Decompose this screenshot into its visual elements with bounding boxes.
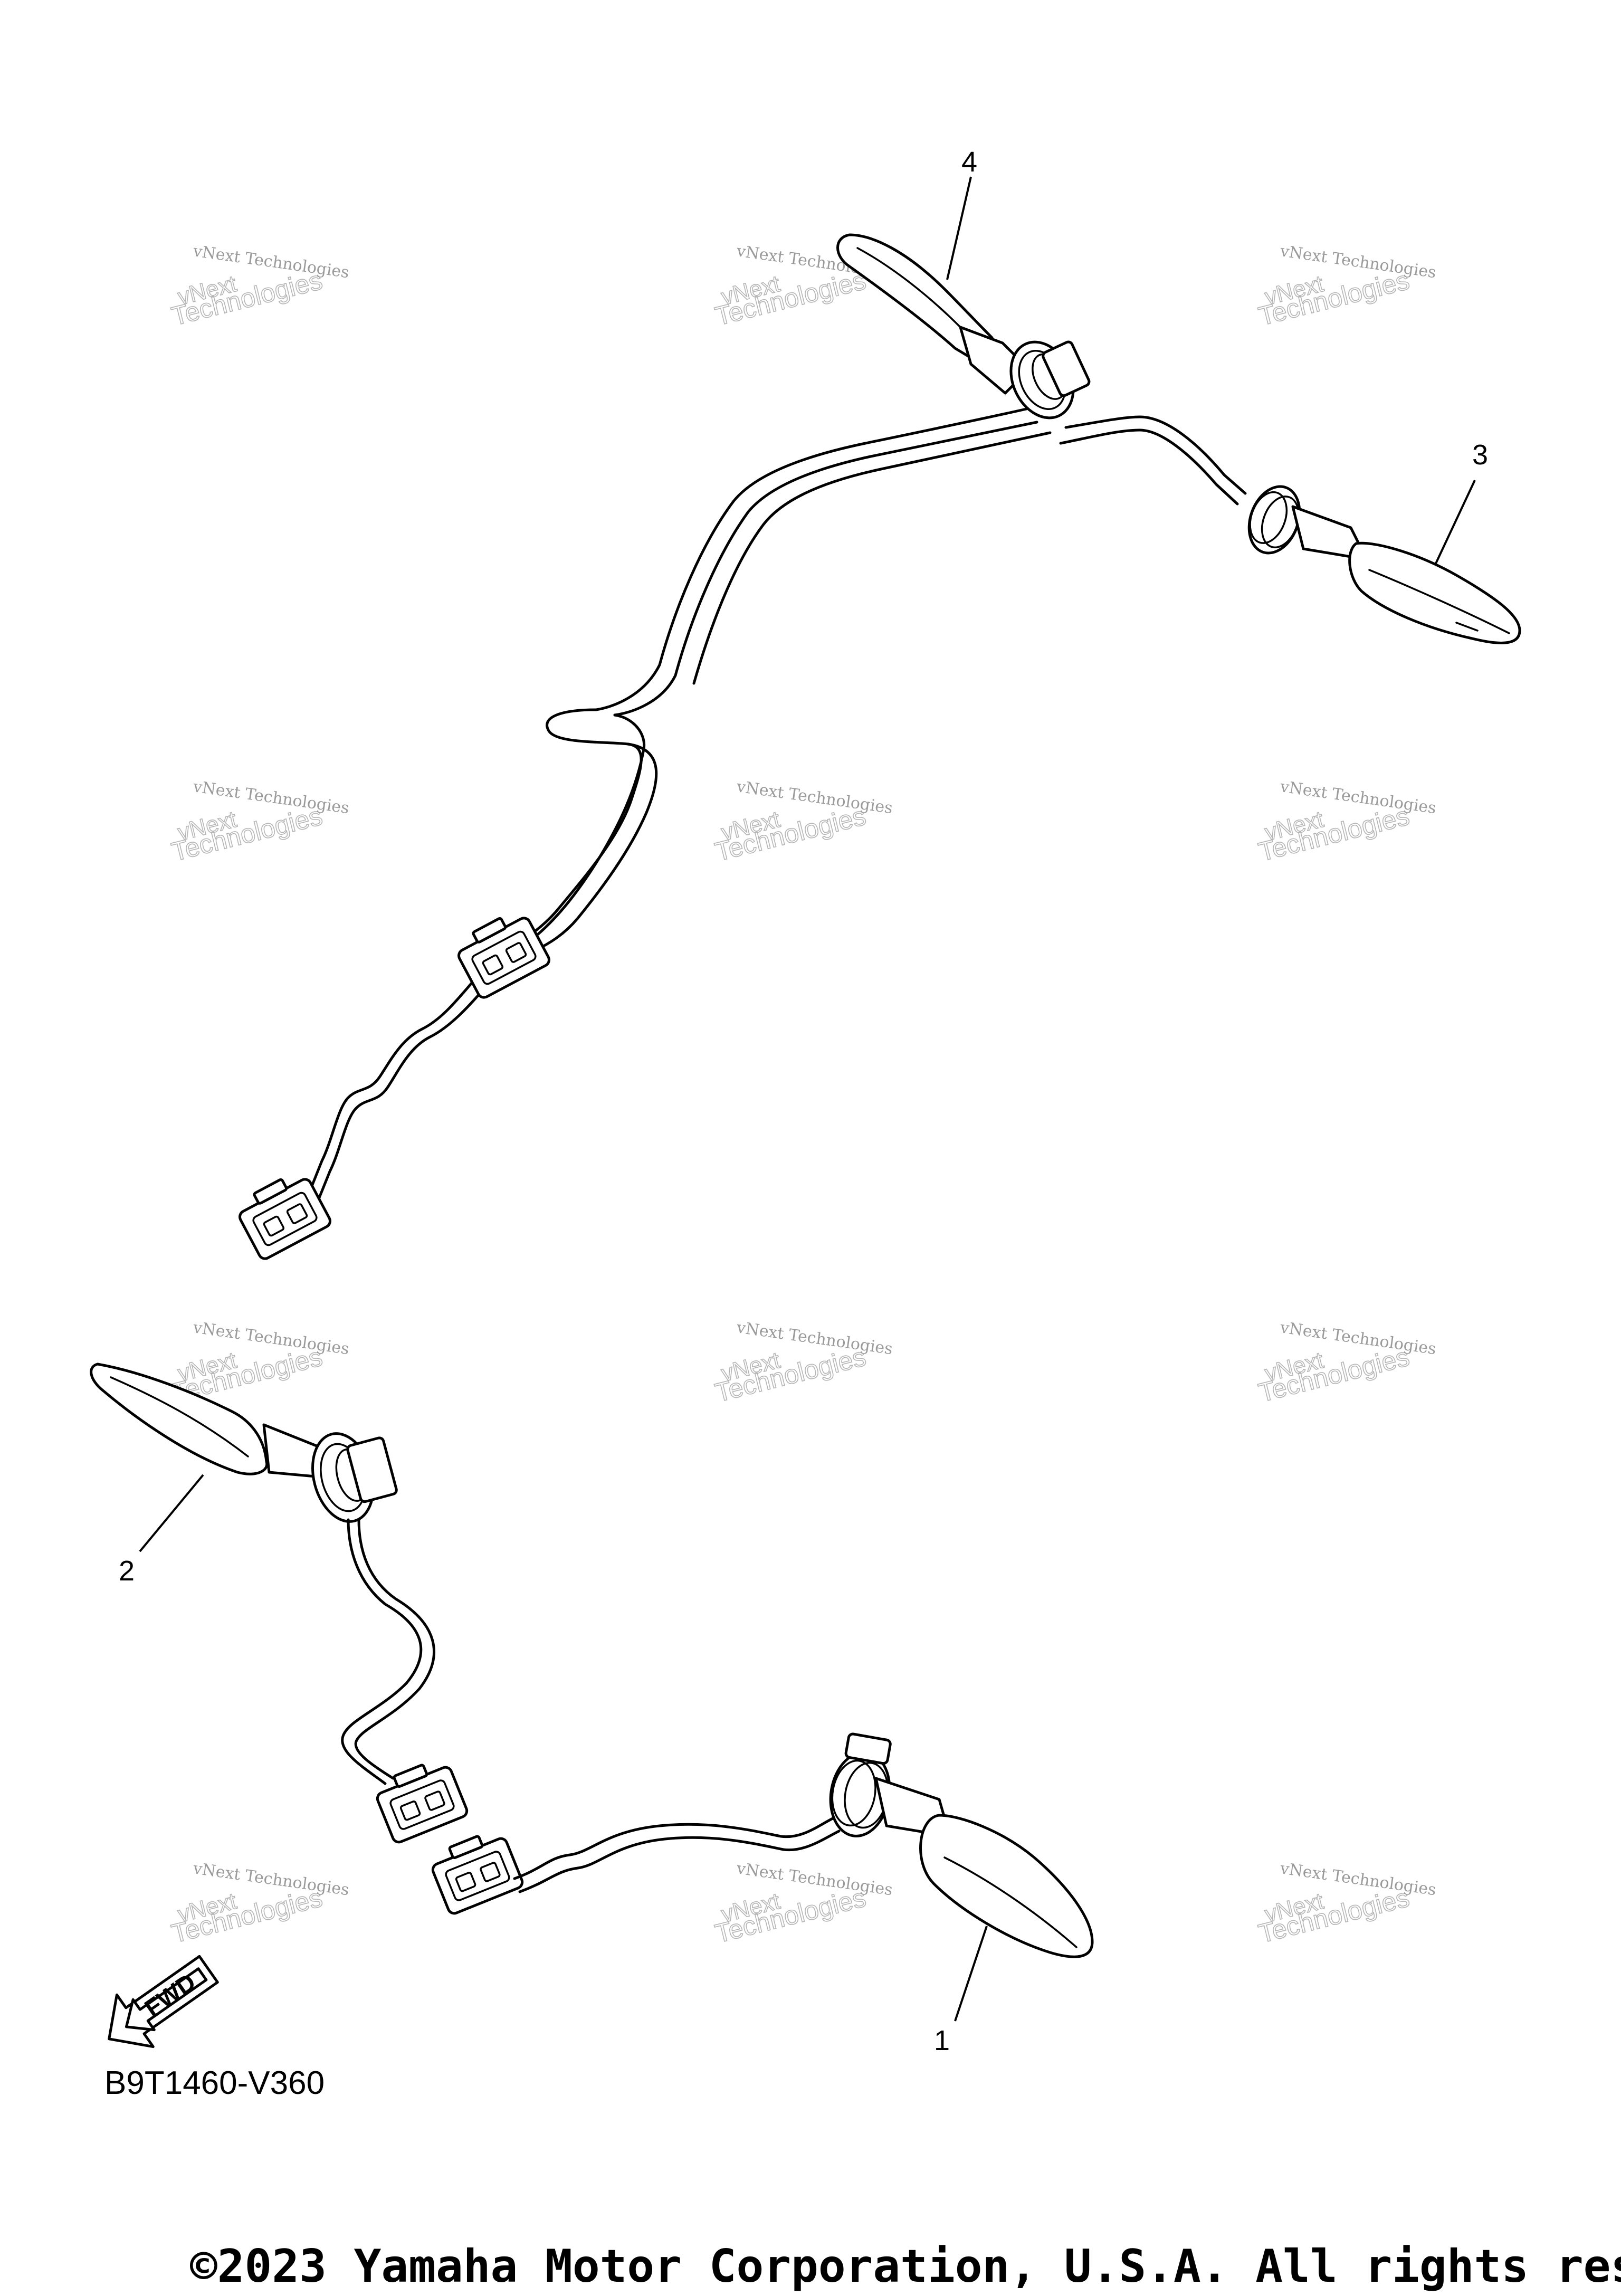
copyright-notice: ©2023 Yamaha Motor Corporation, U.S.A. A… xyxy=(190,2240,1621,2293)
fwd-arrow-icon: FWD xyxy=(108,1955,219,2049)
watermark: vNext Technologies vNext Technologies xyxy=(1255,1318,1437,1408)
diagram-code: B9T1460-V360 xyxy=(104,2065,325,2101)
connector-icon xyxy=(376,1764,469,1844)
svg-text:3: 3 xyxy=(1472,439,1488,471)
svg-text:1: 1 xyxy=(934,2025,950,2056)
watermark: vNext Technologies vNext Technologies xyxy=(168,1859,350,1949)
rear-left-turn-signal xyxy=(836,233,1091,420)
rear-wire-harness xyxy=(239,407,1247,1260)
rear-right-turn-signal xyxy=(1247,485,1521,644)
front-left-turn-signal xyxy=(90,1363,398,1523)
connector-icon xyxy=(431,1835,524,1915)
watermark: vNext Technologies vNext Technologies xyxy=(712,777,894,867)
connector-icon xyxy=(239,1178,331,1260)
watermark: vNext Technologies vNext Technologies xyxy=(1255,777,1437,867)
callout-4: 4 xyxy=(946,146,977,280)
callout-1: 1 xyxy=(934,1926,988,2056)
watermark: vNext Technologies vNext Technologies xyxy=(712,1318,894,1408)
watermark: vNext Technologies vNext Technologies xyxy=(1255,1859,1437,1949)
watermark: vNext Technologies vNext Technologies xyxy=(1255,242,1437,331)
front-right-turn-signal xyxy=(829,1732,1094,1958)
watermark: vNext Technologies vNext Technologies xyxy=(168,777,350,867)
callout-2: 2 xyxy=(119,1474,204,1587)
watermark: vNext Technologies vNext Technologies xyxy=(712,1859,894,1949)
connector-icon xyxy=(457,917,550,999)
watermark: vNext Technologies vNext Technologies xyxy=(168,242,350,331)
svg-text:4: 4 xyxy=(961,146,977,178)
svg-text:2: 2 xyxy=(119,1555,135,1587)
front-wire-harness xyxy=(341,1518,841,1915)
callout-3: 3 xyxy=(1434,439,1488,565)
watermark-grid: vNext Technologies vNext Technologies vN… xyxy=(168,242,1437,1949)
